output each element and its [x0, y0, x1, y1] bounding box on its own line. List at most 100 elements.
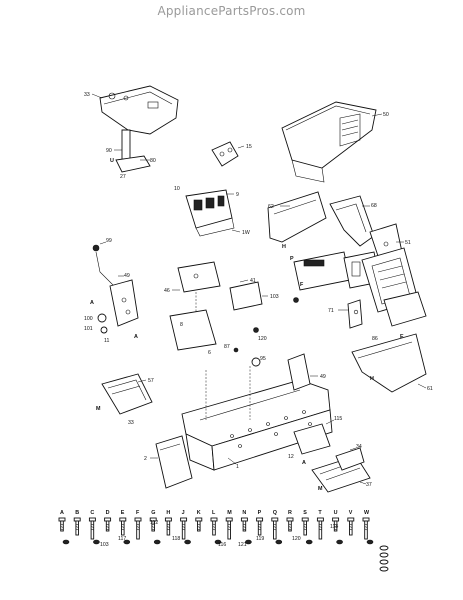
bolt-icon [73, 517, 81, 536]
main-frame-part [181, 366, 333, 471]
hardware-letter: D [106, 510, 110, 516]
callout-62: 62 [268, 204, 274, 210]
hardware-letter: G [151, 510, 155, 516]
svg-text:A: A [302, 460, 306, 466]
callout-8: 8 [180, 322, 183, 328]
washer-icon [379, 552, 389, 558]
callout-50: 50 [383, 112, 389, 118]
bolt-icon [58, 517, 70, 545]
hardware-letter: A [60, 510, 64, 516]
hardware-letter: S [303, 510, 307, 516]
hardware-number: 116 [218, 542, 226, 548]
bolt-icon [286, 517, 294, 532]
hood-part [281, 101, 383, 183]
svg-text:A: A [90, 300, 94, 306]
pedestal-part [185, 189, 241, 237]
bolt-icon [210, 517, 222, 545]
bolt-icon [88, 517, 100, 545]
svg-text:E: E [400, 334, 404, 340]
bolt-icon [301, 517, 313, 545]
svg-text:P: P [290, 256, 294, 262]
hardware-letter: B [75, 510, 79, 516]
bolt-icon [164, 517, 172, 536]
callout-103: 103 [270, 294, 279, 300]
bolt-icon [362, 517, 374, 545]
callout-95: 95 [260, 356, 266, 362]
callout-120: 120 [258, 336, 267, 342]
hardware-letter: H [166, 510, 170, 516]
svg-text:U: U [110, 158, 114, 164]
hardware-letter: W [364, 510, 370, 516]
callout-37: 37 [366, 482, 372, 488]
side-rail-part [351, 333, 427, 393]
step-plate-part [293, 419, 371, 493]
callout-71: 71 [328, 308, 334, 314]
hardware-letter: K [197, 510, 201, 516]
washer-icon [379, 566, 389, 572]
callout-15: 15 [246, 144, 252, 150]
bolt-icon [180, 517, 191, 545]
callout-68: 68 [371, 203, 377, 209]
hardware-letter: N [242, 510, 246, 516]
hardware-letter: F [136, 510, 140, 516]
washer-icon [379, 559, 389, 565]
hardware-letter: T [318, 510, 322, 516]
hardware-number: 121 [238, 542, 247, 548]
callout-80: 80 [150, 158, 156, 164]
callout-99: 99 [106, 238, 112, 244]
callout-33-lower: 33 [128, 420, 134, 426]
callout-33: 33 [84, 92, 90, 98]
callout-87: 87 [224, 344, 230, 350]
callout-51: 51 [405, 240, 411, 246]
svg-text:H: H [370, 376, 374, 382]
callout-86: 86 [372, 336, 378, 342]
hardware-number: 119 [256, 536, 264, 542]
bolt-icon [195, 517, 203, 532]
side-panel-part [267, 191, 404, 263]
bolt-icon [271, 517, 283, 545]
svg-text:M: M [96, 406, 101, 412]
hardware-letter: Q [273, 510, 277, 516]
callout-1W: 1W [242, 230, 250, 236]
washer-icon [379, 545, 389, 551]
callout-10: 10 [174, 186, 180, 192]
center-plate-part [169, 261, 268, 351]
bolt-icon [225, 517, 233, 540]
callout-90: 90 [106, 148, 112, 154]
bolt-icon [134, 517, 142, 540]
callout-57: 57 [148, 378, 154, 384]
hardware-letter: C [90, 510, 94, 516]
bolt-icon [332, 517, 343, 545]
hardware-number: 112 [150, 520, 158, 526]
callout-27: 27 [120, 174, 126, 180]
steering-bracket-part [92, 241, 139, 334]
bolt-icon [240, 517, 252, 545]
callout-12: 12 [288, 454, 294, 460]
callout-49-lower: 49 [320, 374, 326, 380]
bracket-71-part [347, 299, 363, 329]
hardware-number: 114 [330, 524, 338, 530]
hardware-number: 117 [118, 536, 126, 542]
callout-49: 49 [124, 273, 130, 279]
hardware-letter: P [258, 510, 262, 516]
callout-100: 100 [84, 316, 93, 322]
support-bracket-part [287, 353, 318, 391]
callout-115: 115 [334, 416, 342, 422]
callout-46: 46 [164, 288, 170, 294]
callout-61: 61 [427, 386, 433, 392]
callout-6: 6 [208, 350, 211, 356]
callout-11: 11 [104, 338, 109, 344]
bolt-icon [119, 517, 131, 545]
grille-part [293, 247, 427, 327]
bolt-icon [149, 517, 161, 545]
callout-2: 2 [144, 456, 147, 462]
dash-cover-part [91, 85, 179, 173]
hardware-letter: E [121, 510, 125, 516]
hardware-letter: V [349, 510, 353, 516]
hardware-letter: M [227, 510, 232, 516]
callout-1: 1 [236, 464, 239, 470]
svg-text:A: A [134, 334, 138, 340]
watermark-text: AppliancePartsPros.com [157, 4, 306, 18]
svg-text:H: H [282, 244, 286, 250]
